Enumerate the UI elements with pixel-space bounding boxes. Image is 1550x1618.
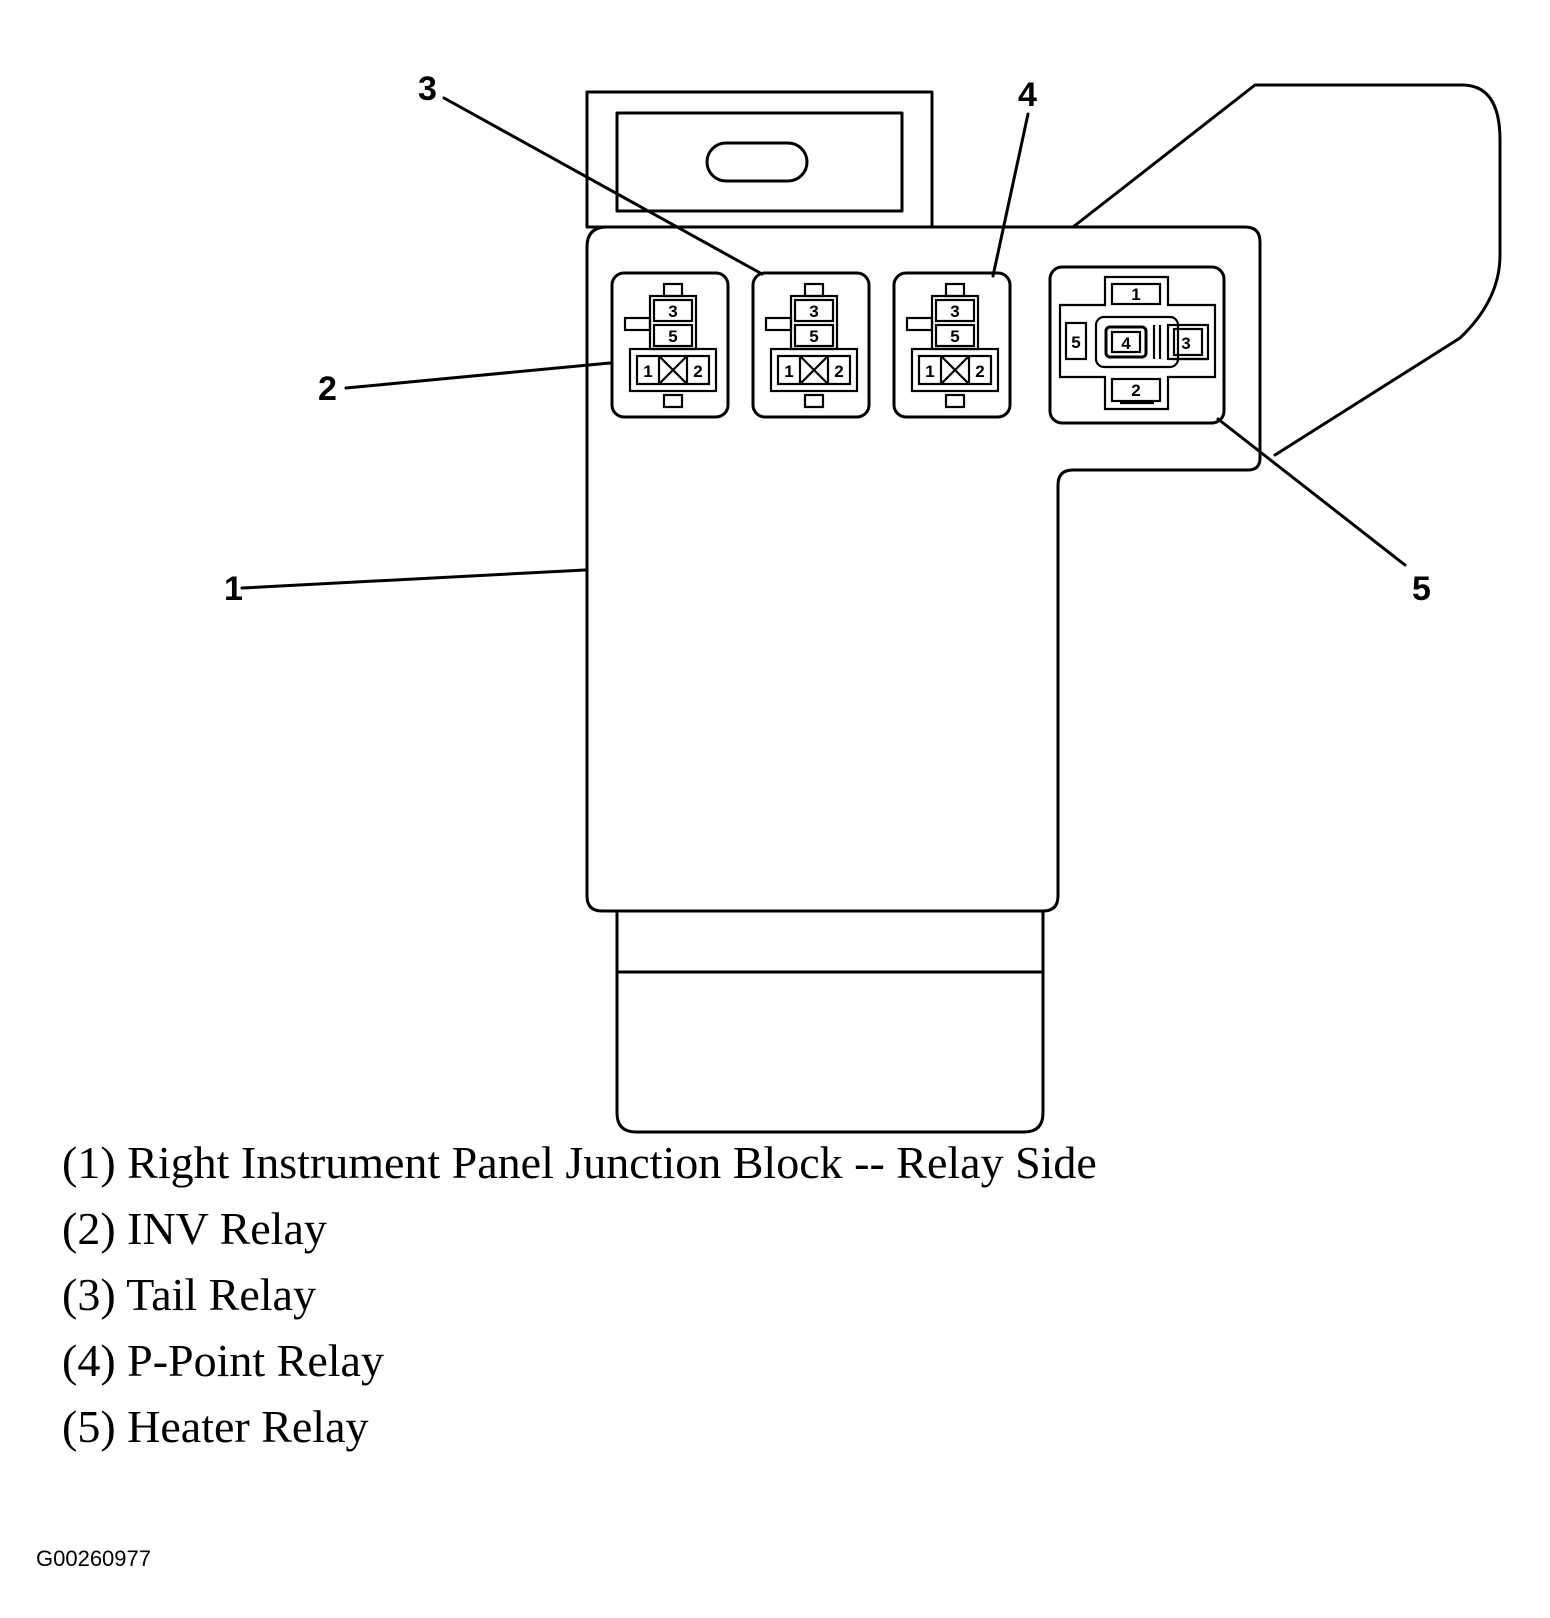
legend-item-5: (5) Heater Relay (62, 1401, 369, 1452)
block-extension (1071, 83, 1502, 457)
cross-pin-4-label: 4 (1121, 334, 1131, 353)
leader-line-2 (344, 361, 612, 390)
callout-5: 5 (1412, 570, 1431, 608)
pin-2-label: 2 (834, 362, 843, 381)
figure-id: G00260977 (36, 1546, 151, 1571)
cross-pin-5-label: 5 (1071, 333, 1080, 352)
cross-pin-3-label: 3 (1181, 334, 1190, 353)
legend-list: (1) Right Instrument Panel Junction Bloc… (62, 1130, 1097, 1460)
bottom-connector (615, 909, 1045, 1134)
pin-5-label: 5 (668, 327, 677, 346)
pin-1-label: 1 (925, 362, 934, 381)
pin-2-label: 2 (693, 362, 702, 381)
junction-block-body (585, 225, 1262, 913)
pin-3-label: 3 (668, 302, 677, 321)
legend-item-1: (1) Right Instrument Panel Junction Bloc… (62, 1137, 1097, 1188)
legend-item-4: (4) P-Point Relay (62, 1335, 384, 1386)
relay-2-socket: 3 5 1 2 (610, 271, 730, 419)
cross-pin-1-label: 1 (1131, 285, 1140, 304)
leader-lines (240, 96, 1407, 590)
pin-1-label: 1 (784, 362, 793, 381)
leader-line-5 (1216, 417, 1407, 567)
pin-2-label: 2 (975, 362, 984, 381)
legend-item-2: (2) INV Relay (62, 1203, 327, 1254)
callout-3: 3 (418, 70, 437, 108)
cross-pin-2-label: 2 (1131, 381, 1140, 400)
callout-1: 1 (224, 570, 243, 608)
callout-4: 4 (1018, 76, 1037, 114)
leader-line-4 (991, 112, 1030, 278)
pin-1-label: 1 (643, 362, 652, 381)
legend-item-3: (3) Tail Relay (62, 1269, 316, 1320)
relay-4-socket: 3 5 1 2 (892, 271, 1012, 419)
relay-5-socket: 1 5 4 3 2 (1048, 265, 1226, 425)
pin-5-label: 5 (950, 327, 959, 346)
pin-3-label: 3 (809, 302, 818, 321)
relay-3-socket: 3 5 1 2 (751, 271, 871, 419)
pin-3-label: 3 (950, 302, 959, 321)
pin-5-label: 5 (809, 327, 818, 346)
callout-2: 2 (318, 370, 337, 408)
leader-line-3 (442, 96, 764, 276)
leader-line-1 (240, 568, 587, 590)
